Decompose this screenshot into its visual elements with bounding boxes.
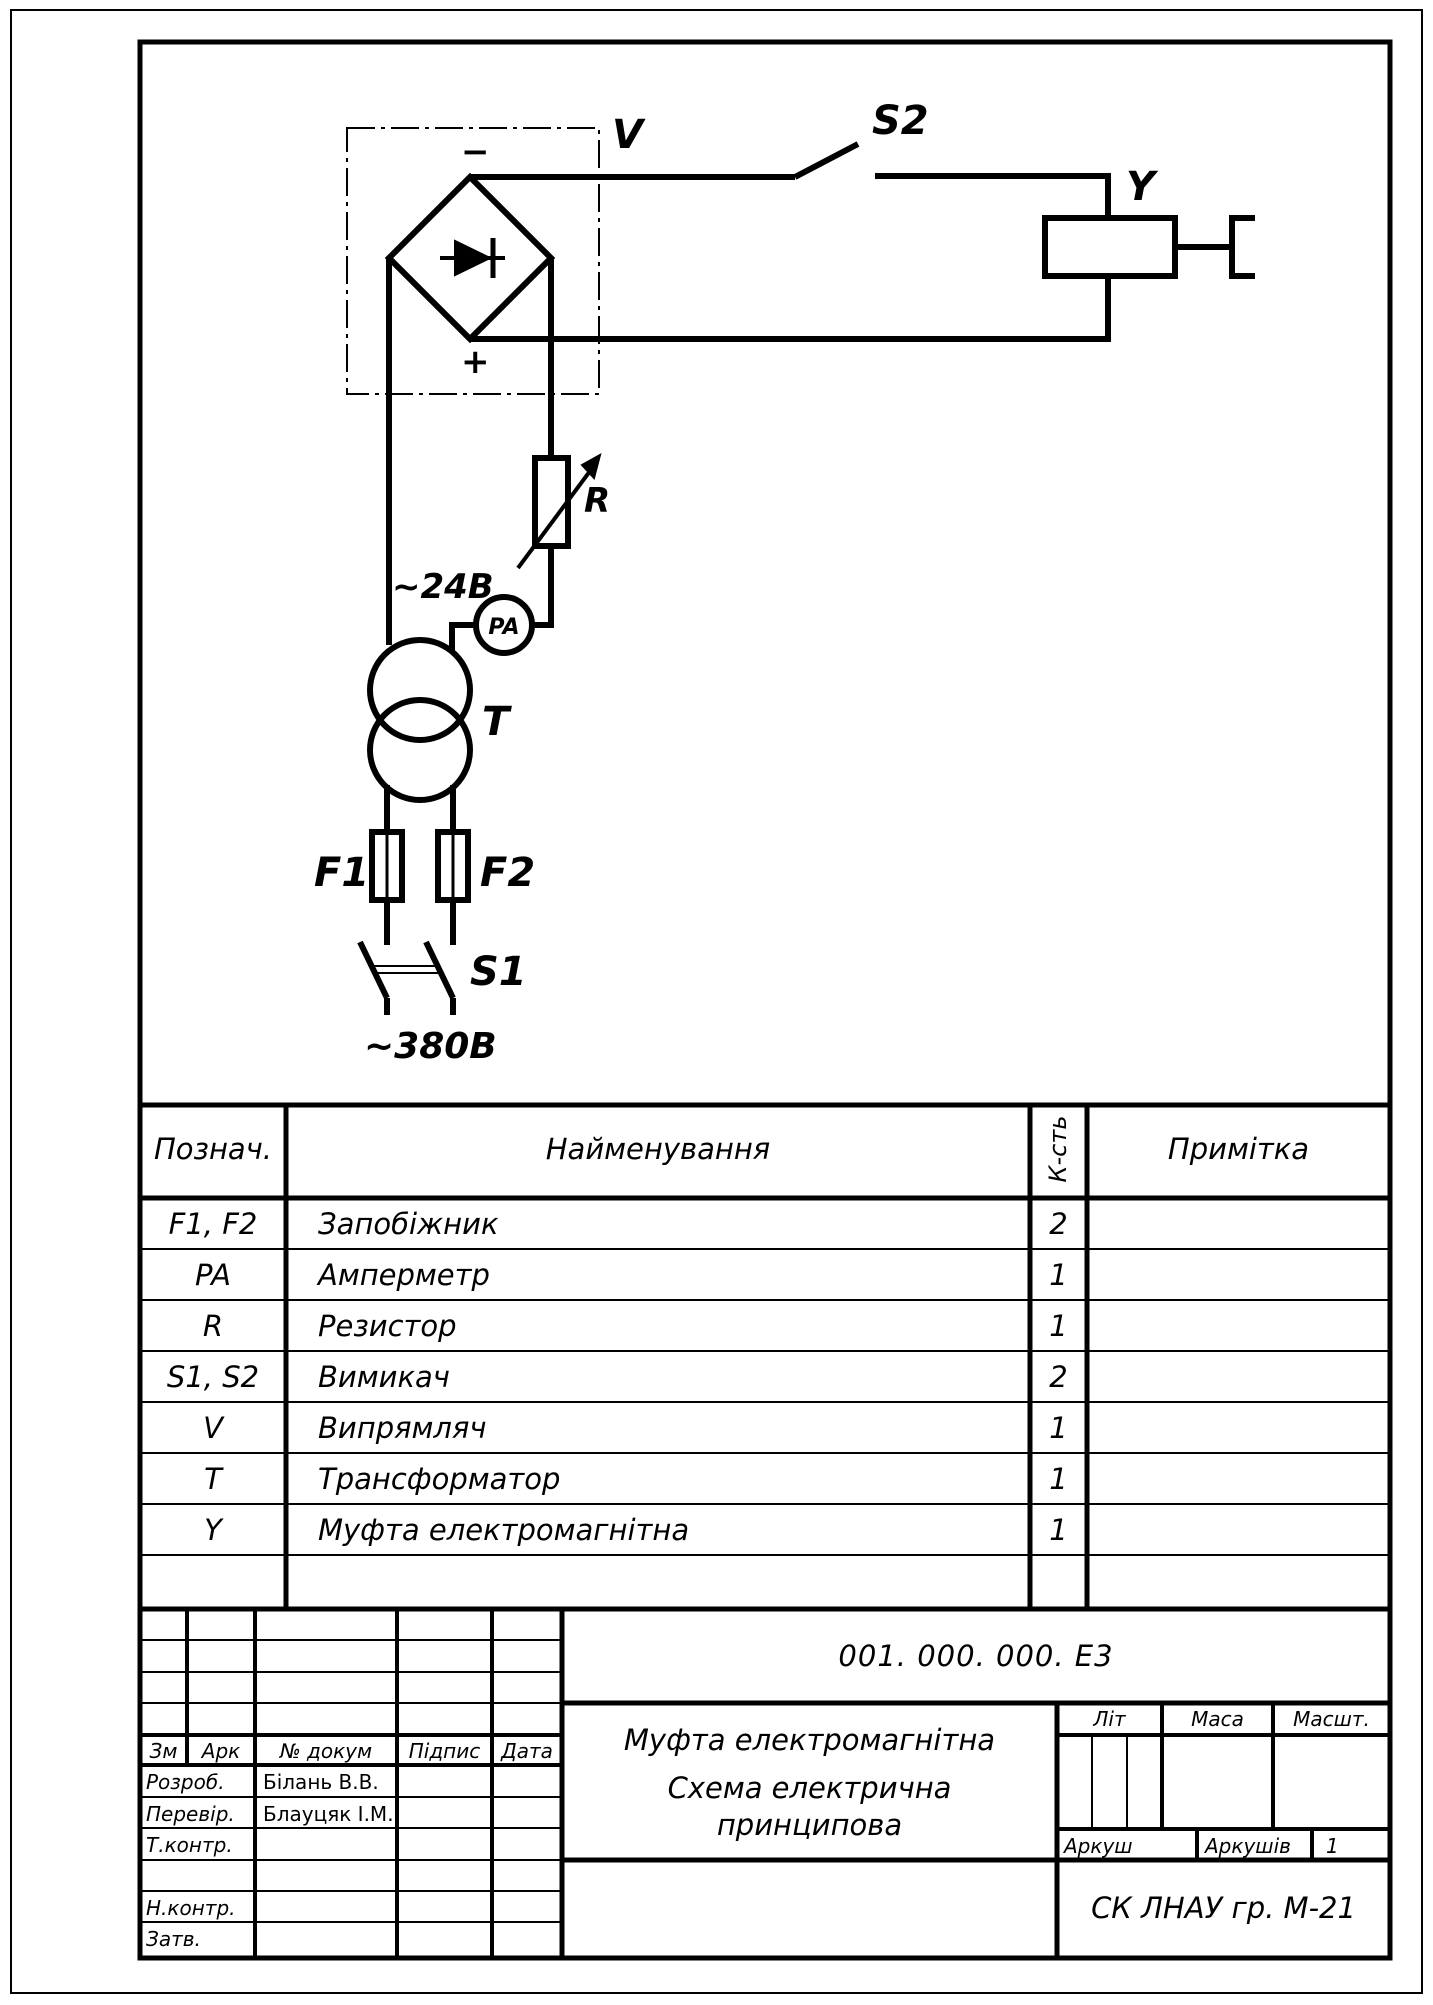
row-designation: PA [195,1258,231,1292]
label-pa: PA [488,615,519,640]
coil-y [1042,215,1178,279]
diode-icon [454,239,493,277]
label-scale: Масшт. [1293,1707,1370,1731]
label-sheets: Аркушів [1205,1834,1291,1858]
col-label-signature: Підпис [408,1739,481,1763]
row-name: Резистор [318,1309,457,1343]
row-qty: 1 [1049,1309,1068,1343]
header-qty: К-сть [1044,1115,1072,1183]
outer-border [10,9,1423,1994]
drawing-title-line1: Муфта електромагнітна [623,1723,996,1757]
label-mass: Маса [1191,1707,1244,1731]
rectifier-boundary [346,127,600,395]
label-s2: S2 [872,98,929,144]
row-qty: 2 [1049,1207,1068,1241]
role-developed: Розроб. [146,1770,225,1794]
drawing-title-line3: принципова [716,1808,903,1842]
label-lit: Літ [1093,1707,1126,1731]
row-designation: T [204,1462,222,1496]
role-norm-control: Н.контр. [146,1896,236,1920]
document-code: 001. 000. 000. Е3 [838,1639,1114,1673]
header-note: Примітка [1167,1132,1310,1166]
row-name: Запобіжник [318,1207,499,1241]
sheets-count: 1 [1326,1834,1339,1858]
switch-s1-pole2 [423,940,456,1000]
label-24v: ~24В [392,567,494,607]
row-designation: F1, F2 [168,1207,258,1241]
spec-table-grid [140,1102,1390,1612]
row-designation: R [202,1309,224,1343]
label-y: Y [1126,164,1159,210]
col-label-doc-no: № докум [279,1739,373,1763]
row-designation: V [203,1411,223,1445]
arrow-icon [580,452,602,481]
col-label-ark: Арк [201,1739,241,1763]
row-designation: Y [204,1513,222,1547]
row-qty: 1 [1049,1258,1068,1292]
label-f2: F2 [480,850,535,896]
row-name: Трансформатор [318,1462,561,1496]
label-f1: F1 [314,850,369,896]
row-qty: 2 [1049,1360,1068,1394]
schematic-labels: V S2 Y − + R ~24В PA T F1 F2 S1 ~380В [314,98,1159,1067]
header-name: Найменування [545,1132,771,1166]
label-s1: S1 [470,949,527,995]
label-minus: − [461,132,490,172]
drawing-title-line2: Схема електрична [667,1771,952,1805]
role-tech-control: Т.контр. [146,1833,233,1857]
resistor-r [532,455,571,549]
row-qty: 1 [1049,1462,1068,1496]
row-name: Вимикач [318,1360,450,1394]
role-checked: Перевір. [146,1802,235,1826]
label-v: V [612,112,646,158]
row-name: Амперметр [318,1258,490,1292]
col-label-zm: Зм [149,1739,178,1763]
title-block-grid [140,1609,1390,1958]
transformer-winding-top [367,637,473,743]
role-approved: Затв. [146,1927,201,1951]
organization: СК ЛНАУ гр. М-21 [1091,1891,1356,1925]
circuit-schematic [346,127,1255,1015]
label-plus: + [461,342,490,382]
label-sheet: Аркуш [1064,1834,1133,1858]
name-developed: Білань В.В. [263,1770,379,1794]
drawing-frame [137,39,1393,1961]
header-designation: Познач. [153,1132,273,1166]
col-label-date: Дата [501,1739,553,1763]
row-qty: 1 [1049,1513,1068,1547]
row-name: Випрямляч [318,1411,487,1445]
switch-s1-pole1 [357,940,390,1000]
row-designation: S1, S2 [166,1360,260,1394]
row-qty: 1 [1049,1411,1068,1445]
name-checked: Блауцяк І.М. [263,1802,394,1826]
label-t: T [482,699,512,745]
switch-s2 [793,141,860,180]
row-name: Муфта електромагнітна [318,1513,690,1547]
label-380v: ~380В [364,1026,497,1067]
label-r: R [584,481,610,521]
clutch-bracket [1229,215,1255,279]
transformer-winding-bottom [367,697,473,803]
